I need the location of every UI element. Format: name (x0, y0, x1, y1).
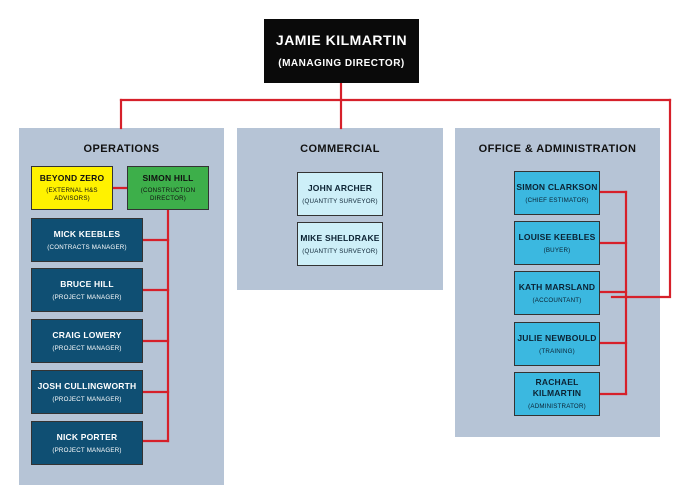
director-name: JAMIE KILMARTIN (275, 31, 408, 48)
admin-title: OFFICE & ADMINISTRATION (478, 143, 637, 155)
person-name: JOSH CULLINGWORTH (37, 380, 137, 391)
person-role: (CONTRACTS MANAGER) (47, 243, 127, 251)
person-name: MICK KEEBLES (53, 228, 121, 239)
josh-cullingworth-box[interactable]: JOSH CULLINGWORTH (PROJECT MANAGER) (31, 370, 143, 414)
person-role: (PROJECT MANAGER) (52, 395, 122, 403)
person-role: (PROJECT MANAGER) (52, 446, 122, 454)
craig-lowery-box[interactable]: CRAIG LOWERY (PROJECT MANAGER) (31, 319, 143, 363)
person-name: SIMON HILL (142, 173, 194, 184)
person-role: (ACCOUNTANT) (532, 296, 582, 304)
admin-connector (610, 98, 672, 299)
person-name: BEYOND ZERO (39, 173, 105, 184)
person-name: BRUCE HILL (60, 278, 114, 289)
person-role: (BUYER) (543, 246, 571, 254)
commercial-title: COMMERCIAL (300, 143, 380, 155)
john-archer-box[interactable]: JOHN ARCHER (QUANTITY SURVEYOR) (297, 172, 383, 216)
simon-hill-box[interactable]: SIMON HILL (CONSTRUCTION DIRECTOR) (127, 166, 209, 210)
operations-title: OPERATIONS (83, 143, 160, 155)
person-name: NICK PORTER (56, 431, 118, 442)
louise-keebles-box[interactable]: LOUISE KEEBLES (BUYER) (514, 221, 600, 265)
person-role: (QUANTITY SURVEYOR) (302, 197, 378, 205)
simon-clarkson-box[interactable]: SIMON CLARKSON (CHIEF ESTIMATOR) (514, 171, 600, 215)
person-role: (ADMINISTRATOR) (528, 402, 586, 410)
rachael-kilmartin-box[interactable]: RACHAEL KILMARTIN (ADMINISTRATOR) (514, 372, 600, 416)
person-name: LOUISE KEEBLES (518, 231, 596, 242)
person-name: RACHAEL KILMARTIN (532, 377, 582, 398)
bruce-hill-box[interactable]: BRUCE HILL (PROJECT MANAGER) (31, 268, 143, 312)
person-name: CRAIG LOWERY (52, 329, 122, 340)
person-name: JULIE NEWBOULD (517, 332, 597, 343)
person-role: (CONSTRUCTION DIRECTOR) (140, 187, 196, 203)
person-name: JOHN ARCHER (307, 182, 373, 193)
director-role: (MANAGING DIRECTOR) (278, 57, 405, 69)
julie-newbould-box[interactable]: JULIE NEWBOULD (TRAINING) (514, 322, 600, 366)
nick-porter-box[interactable]: NICK PORTER (PROJECT MANAGER) (31, 421, 143, 465)
person-name: MIKE SHELDRAKE (300, 232, 380, 243)
person-role: (EXTERNAL H&S ADVISORS) (46, 187, 98, 203)
beyond-zero-box[interactable]: BEYOND ZERO (EXTERNAL H&S ADVISORS) (31, 166, 113, 210)
mick-keebles-box[interactable]: MICK KEEBLES (CONTRACTS MANAGER) (31, 218, 143, 262)
person-role: (TRAINING) (539, 347, 575, 355)
person-role: (PROJECT MANAGER) (52, 344, 122, 352)
managing-director-box[interactable]: JAMIE KILMARTIN (MANAGING DIRECTOR) (264, 19, 419, 83)
person-role: (PROJECT MANAGER) (52, 293, 122, 301)
person-name: SIMON CLARKSON (516, 181, 598, 192)
person-role: (CHIEF ESTIMATOR) (525, 196, 589, 204)
person-name: KATH MARSLAND (518, 281, 596, 292)
mike-sheldrake-box[interactable]: MIKE SHELDRAKE (QUANTITY SURVEYOR) (297, 222, 383, 266)
kath-marsland-box[interactable]: KATH MARSLAND (ACCOUNTANT) (514, 271, 600, 315)
person-role: (QUANTITY SURVEYOR) (302, 247, 378, 255)
